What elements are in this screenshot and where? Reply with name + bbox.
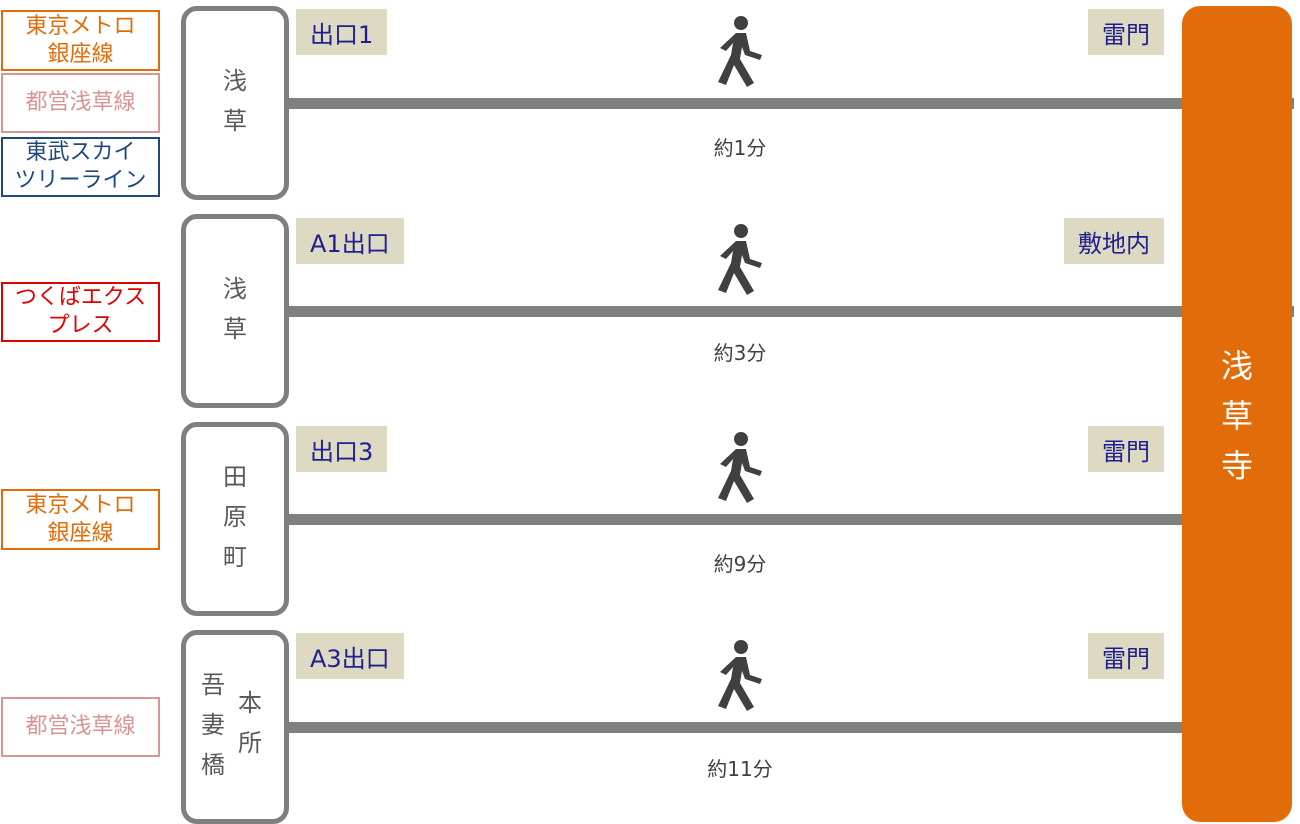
- station-asakusa-1: 浅 草: [181, 6, 289, 200]
- destination-sensoji: 浅 草 寺: [1182, 6, 1292, 822]
- station-char: 原: [223, 503, 247, 531]
- walking-route-line: [289, 98, 1182, 109]
- walking-person-icon: [718, 224, 762, 295]
- walking-person-icon: [718, 432, 762, 503]
- station-char: 町: [223, 543, 247, 571]
- walking-route-line: [289, 722, 1182, 733]
- line-badge-ginza-2: 東京メトロ 銀座線: [1, 489, 160, 550]
- walking-time: 約1分: [713, 136, 767, 160]
- exit-label: A1出口: [296, 218, 404, 264]
- line-badge-tobu: 東武スカイ ツリーライン: [1, 137, 160, 197]
- walking-route-line: [289, 514, 1182, 525]
- walking-time: 約3分: [713, 341, 767, 365]
- exit-label: 出口3: [296, 426, 388, 472]
- arrival-label: 敷地内: [1064, 218, 1164, 264]
- station-char: 橋: [201, 751, 225, 779]
- station-char: 浅: [223, 67, 247, 95]
- station-char: 田: [223, 463, 247, 491]
- line-badge-asakusa-2: 都営浅草線: [1, 697, 160, 757]
- walking-time: 約9分: [713, 552, 767, 576]
- walking-person-icon: [718, 16, 762, 87]
- exit-label: 出口1: [296, 9, 388, 55]
- walking-person-icon: [718, 640, 762, 711]
- destination-char: 浅: [1220, 347, 1253, 385]
- destination-char: 寺: [1220, 447, 1253, 485]
- station-honjo-azumabashi: 吾 妻 橋 本 所: [181, 630, 289, 824]
- station-tawaramachi: 田 原 町: [181, 422, 289, 616]
- walking-time: 約11分: [707, 757, 773, 781]
- station-char: 吾: [201, 671, 225, 699]
- arrival-label: 雷門: [1088, 633, 1164, 679]
- line-badge-asakusa-1: 都営浅草線: [1, 73, 160, 133]
- station-char: 浅: [223, 275, 247, 303]
- destination-char: 草: [1220, 397, 1253, 435]
- arrival-label: 雷門: [1088, 9, 1164, 55]
- station-char: 草: [223, 315, 247, 343]
- line-badge-tsukuba: つくばエクス プレス: [1, 282, 160, 342]
- station-asakusa-2: 浅 草: [181, 214, 289, 408]
- station-char: 草: [223, 107, 247, 135]
- walking-route-line: [289, 306, 1182, 317]
- station-char: 本: [238, 689, 262, 717]
- exit-label: A3出口: [296, 633, 404, 679]
- station-char: 所: [238, 729, 262, 757]
- arrival-label: 雷門: [1088, 426, 1164, 472]
- station-char: 妻: [201, 711, 225, 739]
- line-badge-ginza-1: 東京メトロ 銀座線: [1, 10, 160, 71]
